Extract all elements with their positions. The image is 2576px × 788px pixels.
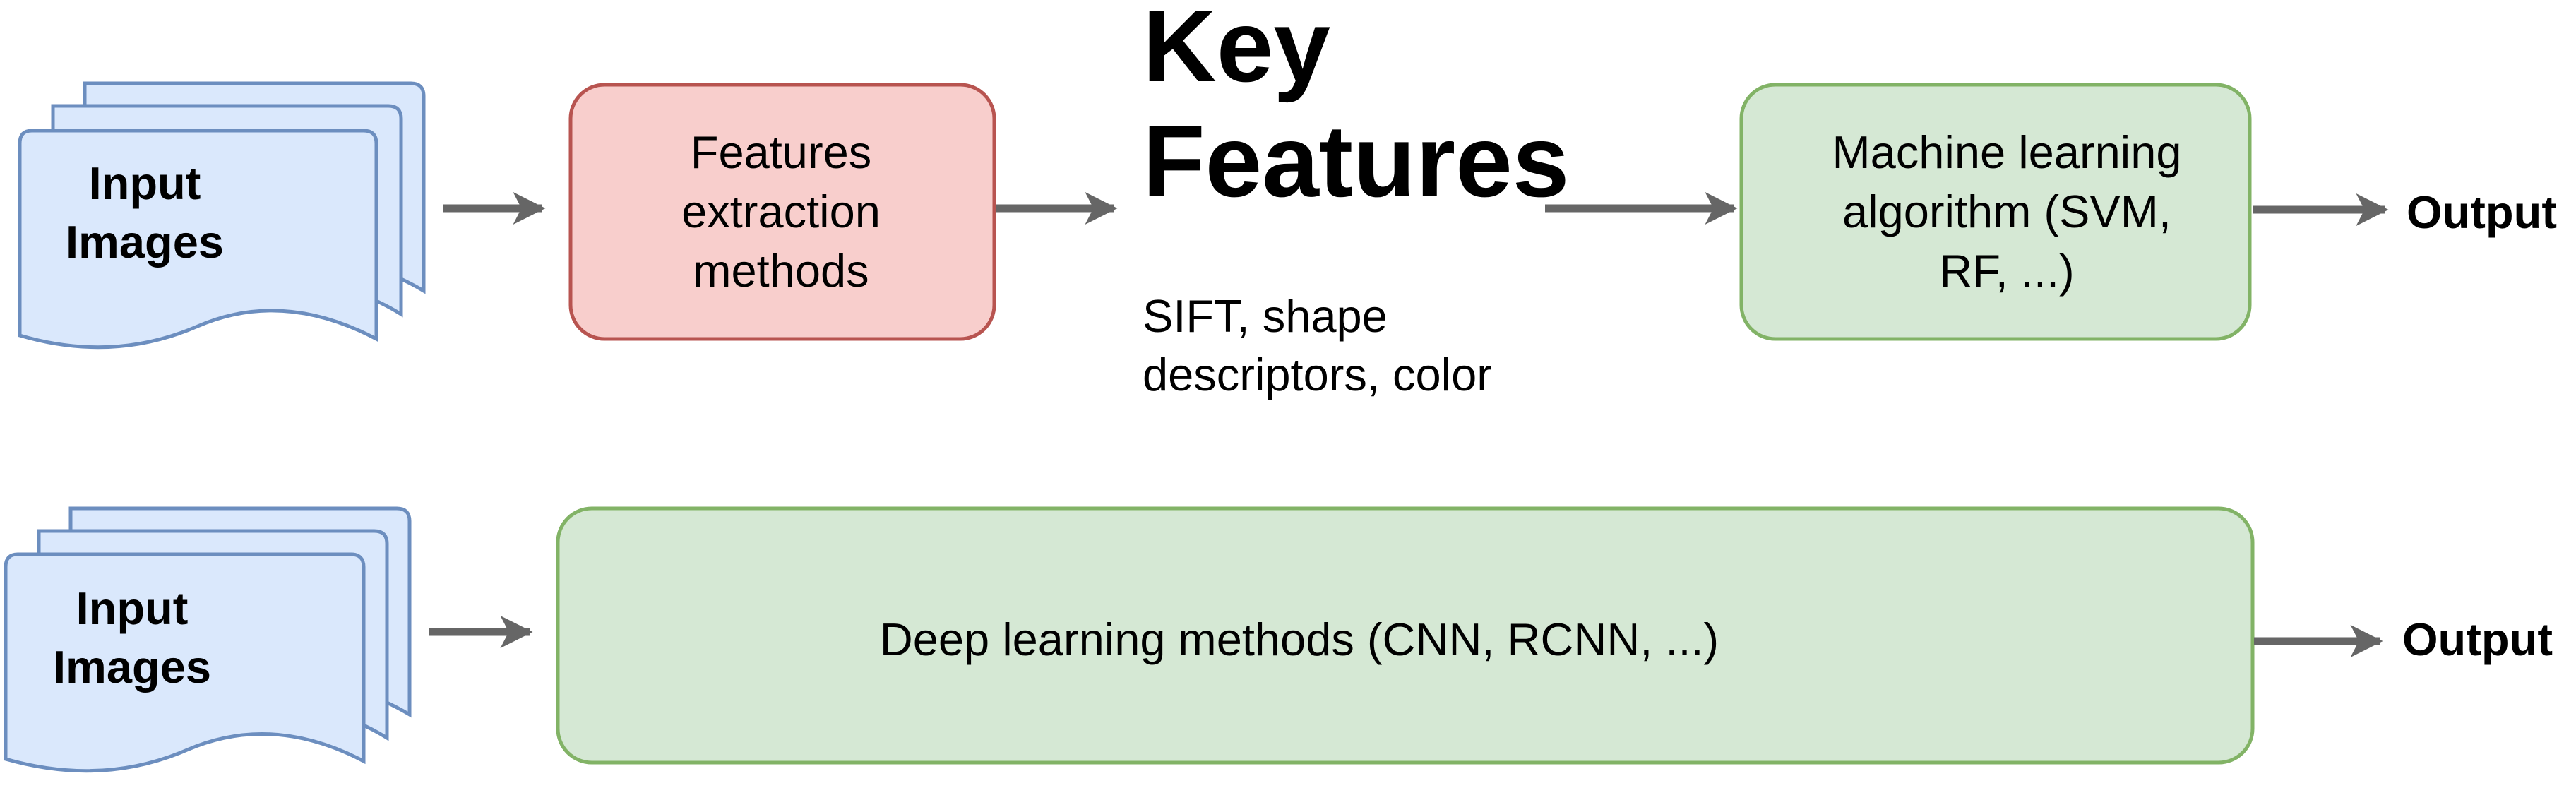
features-extraction-label-3: methods [693,245,869,297]
features-extraction-box: Features extraction methods [568,83,996,341]
key-features-title-1: Key [1143,0,1330,103]
features-extraction-label-1: Features [691,126,872,178]
key-features-title-2: Features [1143,104,1569,218]
top-input-images-stack: Input Images [18,81,426,350]
ml-algorithm-rect [1739,83,2252,341]
top-output-label: Output [2407,186,2557,238]
input-images-label-2: Images [53,641,211,693]
input-images-label-1: Input [76,583,189,634]
bottom-output-label: Output [2402,614,2553,665]
doc-page-front [4,552,366,773]
deep-learning-box: Deep learning methods (CNN, RCNN, ...) [556,506,2255,765]
features-extraction-rect [568,83,996,341]
ml-algorithm-box: Machine learning algorithm (SVM, RF, ...… [1739,83,2252,341]
key-features-examples-1: SIFT, shape [1143,290,1388,342]
input-images-label-1: Input [89,157,201,209]
deep-learning-rect [556,506,2255,765]
key-features-block: Key Features SIFT, shape descriptors, co… [1143,0,1569,400]
features-extraction-label-2: extraction [681,186,881,237]
deep-learning-label: Deep learning methods (CNN, RCNN, ...) [880,614,1719,665]
ml-algorithm-label-2: algorithm (SVM, [1842,186,2171,237]
ml-algorithm-label-3: RF, ...) [1939,245,2074,297]
input-images-label-2: Images [66,216,224,268]
doc-page-front [18,129,378,350]
ml-algorithm-label-1: Machine learning [1832,126,2181,178]
bottom-input-images-stack: Input Images [4,506,412,773]
key-features-examples-2: descriptors, color [1143,349,1492,400]
